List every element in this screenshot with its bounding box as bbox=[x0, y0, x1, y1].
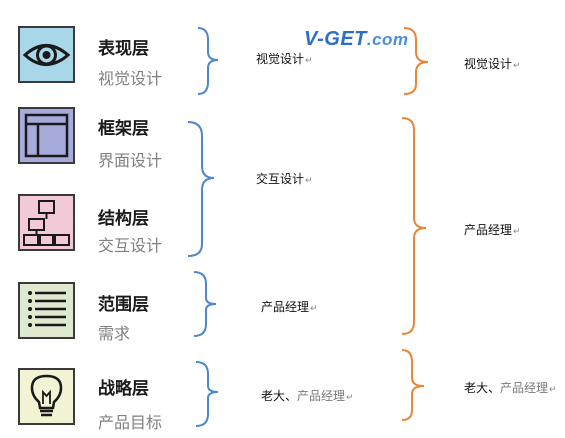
layer-subtitle-skeleton: 界面设计 bbox=[98, 151, 163, 170]
blue-bracket-strategy bbox=[195, 361, 219, 427]
middle-label-pm: 产品经理↵ bbox=[261, 300, 318, 314]
layer-title-surface: 表现层 bbox=[98, 39, 149, 59]
layer-title-strategy: 战略层 bbox=[98, 379, 149, 399]
watermark-suffix: .com bbox=[366, 30, 409, 49]
layer-title-scope: 范围层 bbox=[98, 295, 149, 315]
layer-subtitle-scope: 需求 bbox=[98, 324, 131, 343]
blue-bracket-surface bbox=[197, 27, 219, 95]
eye-icon bbox=[18, 26, 75, 83]
blue-bracket-skeleton-structure bbox=[187, 121, 215, 257]
layer-subtitle-strategy: 产品目标 bbox=[98, 413, 163, 432]
orange-bracket-surface bbox=[403, 27, 429, 95]
right-label-pm: 产品经理↵ bbox=[464, 223, 521, 237]
layer-subtitle-surface: 视觉设计 bbox=[98, 69, 163, 88]
middle-label-interaction: 交互设计↵ bbox=[256, 172, 313, 186]
blue-bracket-scope bbox=[193, 271, 217, 337]
vget-watermark: V-GET.com bbox=[304, 28, 409, 51]
layer-title-skeleton: 框架层 bbox=[98, 119, 149, 139]
layer-subtitle-structure: 交互设计 bbox=[98, 236, 163, 255]
scope-list-icon bbox=[18, 282, 75, 339]
orange-bracket-strategy bbox=[401, 349, 425, 421]
watermark-brand: V-GET bbox=[304, 28, 367, 50]
lightbulb-icon bbox=[18, 368, 75, 425]
structure-tree-icon bbox=[18, 194, 75, 251]
frame-layout-icon bbox=[18, 107, 75, 164]
right-label-visual: 视觉设计↵ bbox=[464, 57, 521, 71]
middle-label-boss: 老大、产品经理↵ bbox=[261, 389, 354, 403]
middle-label-visual: 视觉设计↵ bbox=[256, 52, 313, 66]
orange-bracket-pm bbox=[401, 117, 427, 335]
layer-title-structure: 结构层 bbox=[98, 209, 149, 229]
right-label-boss: 老大、产品经理↵ bbox=[464, 381, 557, 395]
